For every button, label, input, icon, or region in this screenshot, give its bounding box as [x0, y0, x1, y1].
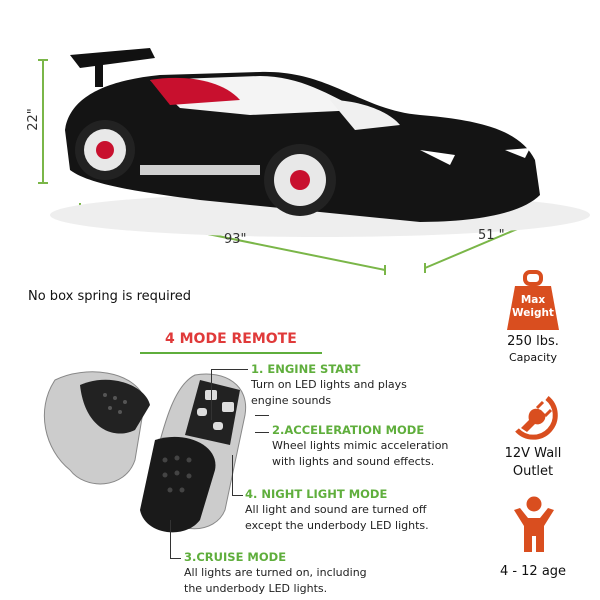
- height-dimension-label: 22": [25, 108, 41, 131]
- mode-title: 4. NIGHT LIGHT MODE: [245, 487, 388, 501]
- mode-desc: Wheel lights mimic acceleration: [272, 439, 449, 452]
- mode-desc: Turn on LED lights and plays: [251, 378, 407, 391]
- leader-line-1: [211, 369, 248, 420]
- leader-line-2: [255, 415, 269, 433]
- power-label-line2: Outlet: [512, 464, 554, 479]
- mode-desc: with lights and sound effects.: [272, 455, 435, 468]
- remote-section-title: 4 MODE REMOTE: [165, 331, 297, 347]
- power-label-line1: 12V Wall: [504, 446, 562, 461]
- weight-value: 250 lbs.: [507, 334, 559, 349]
- child-age-icon: [514, 496, 554, 552]
- power-plug-icon: [515, 396, 558, 440]
- race-car-bed-image: [38, 48, 590, 275]
- age-label: 4 - 12 age: [499, 564, 567, 579]
- mode-desc: except the underbody LED lights.: [245, 519, 429, 532]
- box-spring-note: No box spring is required: [28, 289, 192, 304]
- mode-desc: All light and sound are turned off: [245, 503, 427, 516]
- mode-title: 1. ENGINE START: [251, 362, 361, 376]
- mode-desc: engine sounds: [251, 394, 332, 407]
- leader-line-4: [232, 455, 243, 496]
- weight-icon: Max Weight: [507, 270, 559, 332]
- mode-desc: the underbody LED lights.: [184, 582, 328, 595]
- leader-line-3: [170, 520, 181, 559]
- remote-controls-image: [43, 371, 247, 533]
- mode-engine-start: 1. ENGINE START Turn on LED lights and p…: [251, 362, 407, 409]
- weight-label: Capacity: [508, 351, 558, 364]
- mode-title: 3.CRUISE MODE: [184, 550, 287, 564]
- weight-badge-line2: Weight: [512, 307, 554, 319]
- mode-acceleration: 2.ACCELERATION MODE Wheel lights mimic a…: [272, 423, 448, 470]
- title-underline: [140, 352, 322, 354]
- mode-title: 2.ACCELERATION MODE: [272, 423, 425, 437]
- width-dimension-label: 51 ": [478, 228, 505, 243]
- mode-cruise: 3.CRUISE MODE All lights are turned on, …: [184, 550, 367, 597]
- weight-badge-line1: Max: [520, 294, 546, 306]
- mode-desc: All lights are turned on, including: [184, 566, 367, 579]
- mode-night-light: 4. NIGHT LIGHT MODE All light and sound …: [245, 487, 429, 534]
- length-dimension-label: 93": [224, 232, 247, 247]
